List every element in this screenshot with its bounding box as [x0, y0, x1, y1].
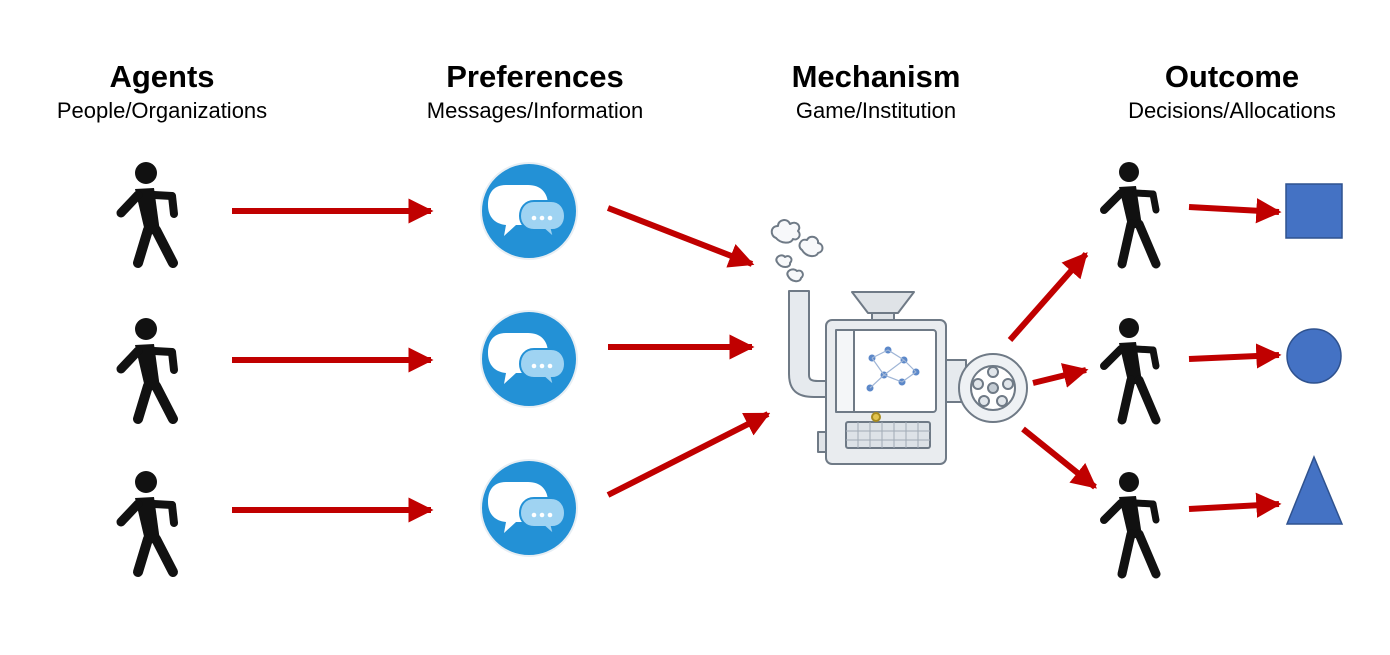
arrow-person-to-allocation: [1188, 198, 1282, 224]
column-title: Outcome: [1164, 59, 1300, 94]
circle-shape: [1286, 328, 1342, 384]
column-agents: Agents People/Organizations: [12, 58, 312, 126]
chat-bubble-icon: [480, 459, 578, 557]
arrow-person-to-allocation: [1188, 492, 1282, 518]
outcome-person-icon: [1104, 318, 1156, 420]
agent-person-icon: [121, 318, 174, 419]
arrow-mechanism-to-outcome: [1021, 426, 1097, 490]
column-subtitle: Game/Institution: [795, 98, 957, 123]
column-outcome: Outcome Decisions/Allocations: [1082, 58, 1382, 126]
agent-person-icon: [121, 162, 174, 263]
column-subtitle: Decisions/Allocations: [1128, 98, 1336, 123]
column-title: Mechanism: [791, 59, 961, 94]
column-title: Agents: [109, 59, 215, 94]
chat-bubble-icon: [480, 162, 578, 260]
outcome-person-icon: [1104, 472, 1156, 574]
column-title: Preferences: [446, 59, 624, 94]
triangle-shape: [1285, 455, 1344, 525]
arrow-mechanism-to-outcome: [1007, 252, 1089, 342]
chat-bubble-icon: [480, 310, 578, 408]
arrow-preference-to-mechanism: [606, 205, 755, 268]
agent-person-icon: [121, 471, 174, 572]
machine-icon: [770, 219, 1028, 465]
column-subtitle: Messages/Information: [426, 98, 644, 123]
arrow-mechanism-to-outcome: [1032, 363, 1089, 388]
arrow-person-to-allocation: [1188, 343, 1282, 369]
column-preferences: Preferences Messages/Information: [385, 58, 685, 126]
column-subtitle: People/Organizations: [56, 98, 268, 123]
outcome-person-icon: [1104, 162, 1156, 264]
arrow-preference-to-mechanism: [606, 411, 771, 498]
square-shape: [1285, 183, 1343, 239]
column-mechanism: Mechanism Game/Institution: [726, 58, 1026, 126]
